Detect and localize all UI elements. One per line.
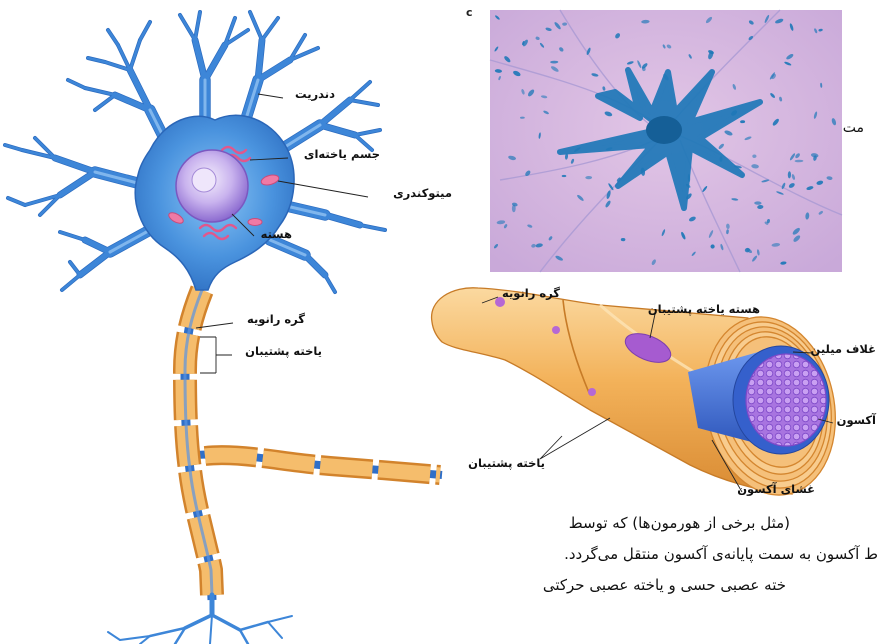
label-cs-axon: آکسون (837, 414, 876, 428)
dendrite-branch (60, 232, 85, 240)
dendrite-highlight (110, 230, 150, 252)
axon-terminal-branch (210, 615, 212, 644)
paragraph-line-2: ط آکسون به سمت پایانه‌ی آکسون منتقل می‌گ… (564, 545, 878, 563)
dendrite-branch (8, 198, 25, 205)
label-nucleus: هسته (261, 228, 292, 242)
label-dendrite: دندریت (295, 88, 335, 102)
schwann-dot (588, 388, 596, 396)
schwann-dot (552, 326, 560, 334)
nucleolus (192, 168, 216, 192)
axon-terminal-branch (268, 616, 292, 622)
figure-label: c (466, 6, 473, 19)
mitochondrion (248, 219, 262, 226)
axon-terminal (108, 595, 292, 644)
label-cs-schwann-nucleus: هسته یاخته پشتیبان (648, 303, 760, 317)
dendrite-branch (320, 100, 350, 125)
dendrite-branch (180, 15, 195, 40)
dendrite-branch (80, 252, 110, 275)
dendrite-branch (262, 18, 278, 40)
axon-terminal-branch (240, 622, 268, 630)
hidden-text-fragment: مت (843, 120, 864, 136)
dendrite-branch (140, 22, 150, 40)
dendrite-branch (60, 172, 95, 195)
dendrite-branch (205, 45, 225, 80)
dendrite-branch (305, 255, 325, 275)
dendrite-branch (130, 40, 140, 70)
label-cs-node-of-ranvier: گره رانویه (502, 287, 560, 301)
myelinated-axon-cross-section (432, 288, 852, 508)
label-cs-schwann-cell: یاخته پشتیبان (468, 457, 545, 471)
stained-neuron-body (646, 116, 682, 144)
axon-terminal-branch (108, 632, 120, 640)
axon (185, 282, 442, 600)
leader-schwann-left (200, 337, 232, 373)
axon-terminal-branch (268, 622, 282, 638)
stained-nucleus (562, 175, 567, 177)
label-mitochondria: میتوکندری (393, 187, 452, 201)
dendrite-branch (68, 80, 85, 88)
dendrite-branch (85, 240, 110, 252)
paragraph-line-1: (مثل برخی از هورمون‌ها) که توسط (569, 514, 790, 532)
label-cell-body: جسم یاخته‌ای (304, 148, 380, 162)
axon-terminal-branch (240, 630, 248, 644)
dendrite-branch (108, 30, 118, 45)
micrograph (490, 10, 842, 272)
neuron (5, 12, 442, 644)
dendrite-branch (350, 82, 370, 100)
dendrite-branch (250, 12, 262, 40)
dendrite-branch (70, 262, 80, 275)
axon-terminal-branch (212, 615, 240, 630)
paragraph-line-3: خته عصبی حسی و یاخته عصبی حرکتی (543, 576, 786, 594)
label-node-of-ranvier: گره رانویه (247, 313, 305, 327)
dendrite-branch (325, 275, 335, 292)
label-cs-axon-membrane: غشای آکسون (737, 483, 815, 497)
leader-schwann-right (540, 418, 610, 459)
label-schwann-cell: یاخته پشتیبان (245, 345, 322, 359)
label-cs-myelin-sheath: غلاف میلین (810, 343, 876, 357)
leader-dendrite (258, 94, 283, 98)
dendrite-branch (62, 275, 80, 290)
axoplasm-fibrils (746, 354, 826, 446)
dendrite-branch (85, 88, 115, 95)
axon-terminal-branch (185, 615, 212, 628)
dendrite-branch (55, 158, 95, 172)
dendrite-branch (95, 95, 115, 110)
